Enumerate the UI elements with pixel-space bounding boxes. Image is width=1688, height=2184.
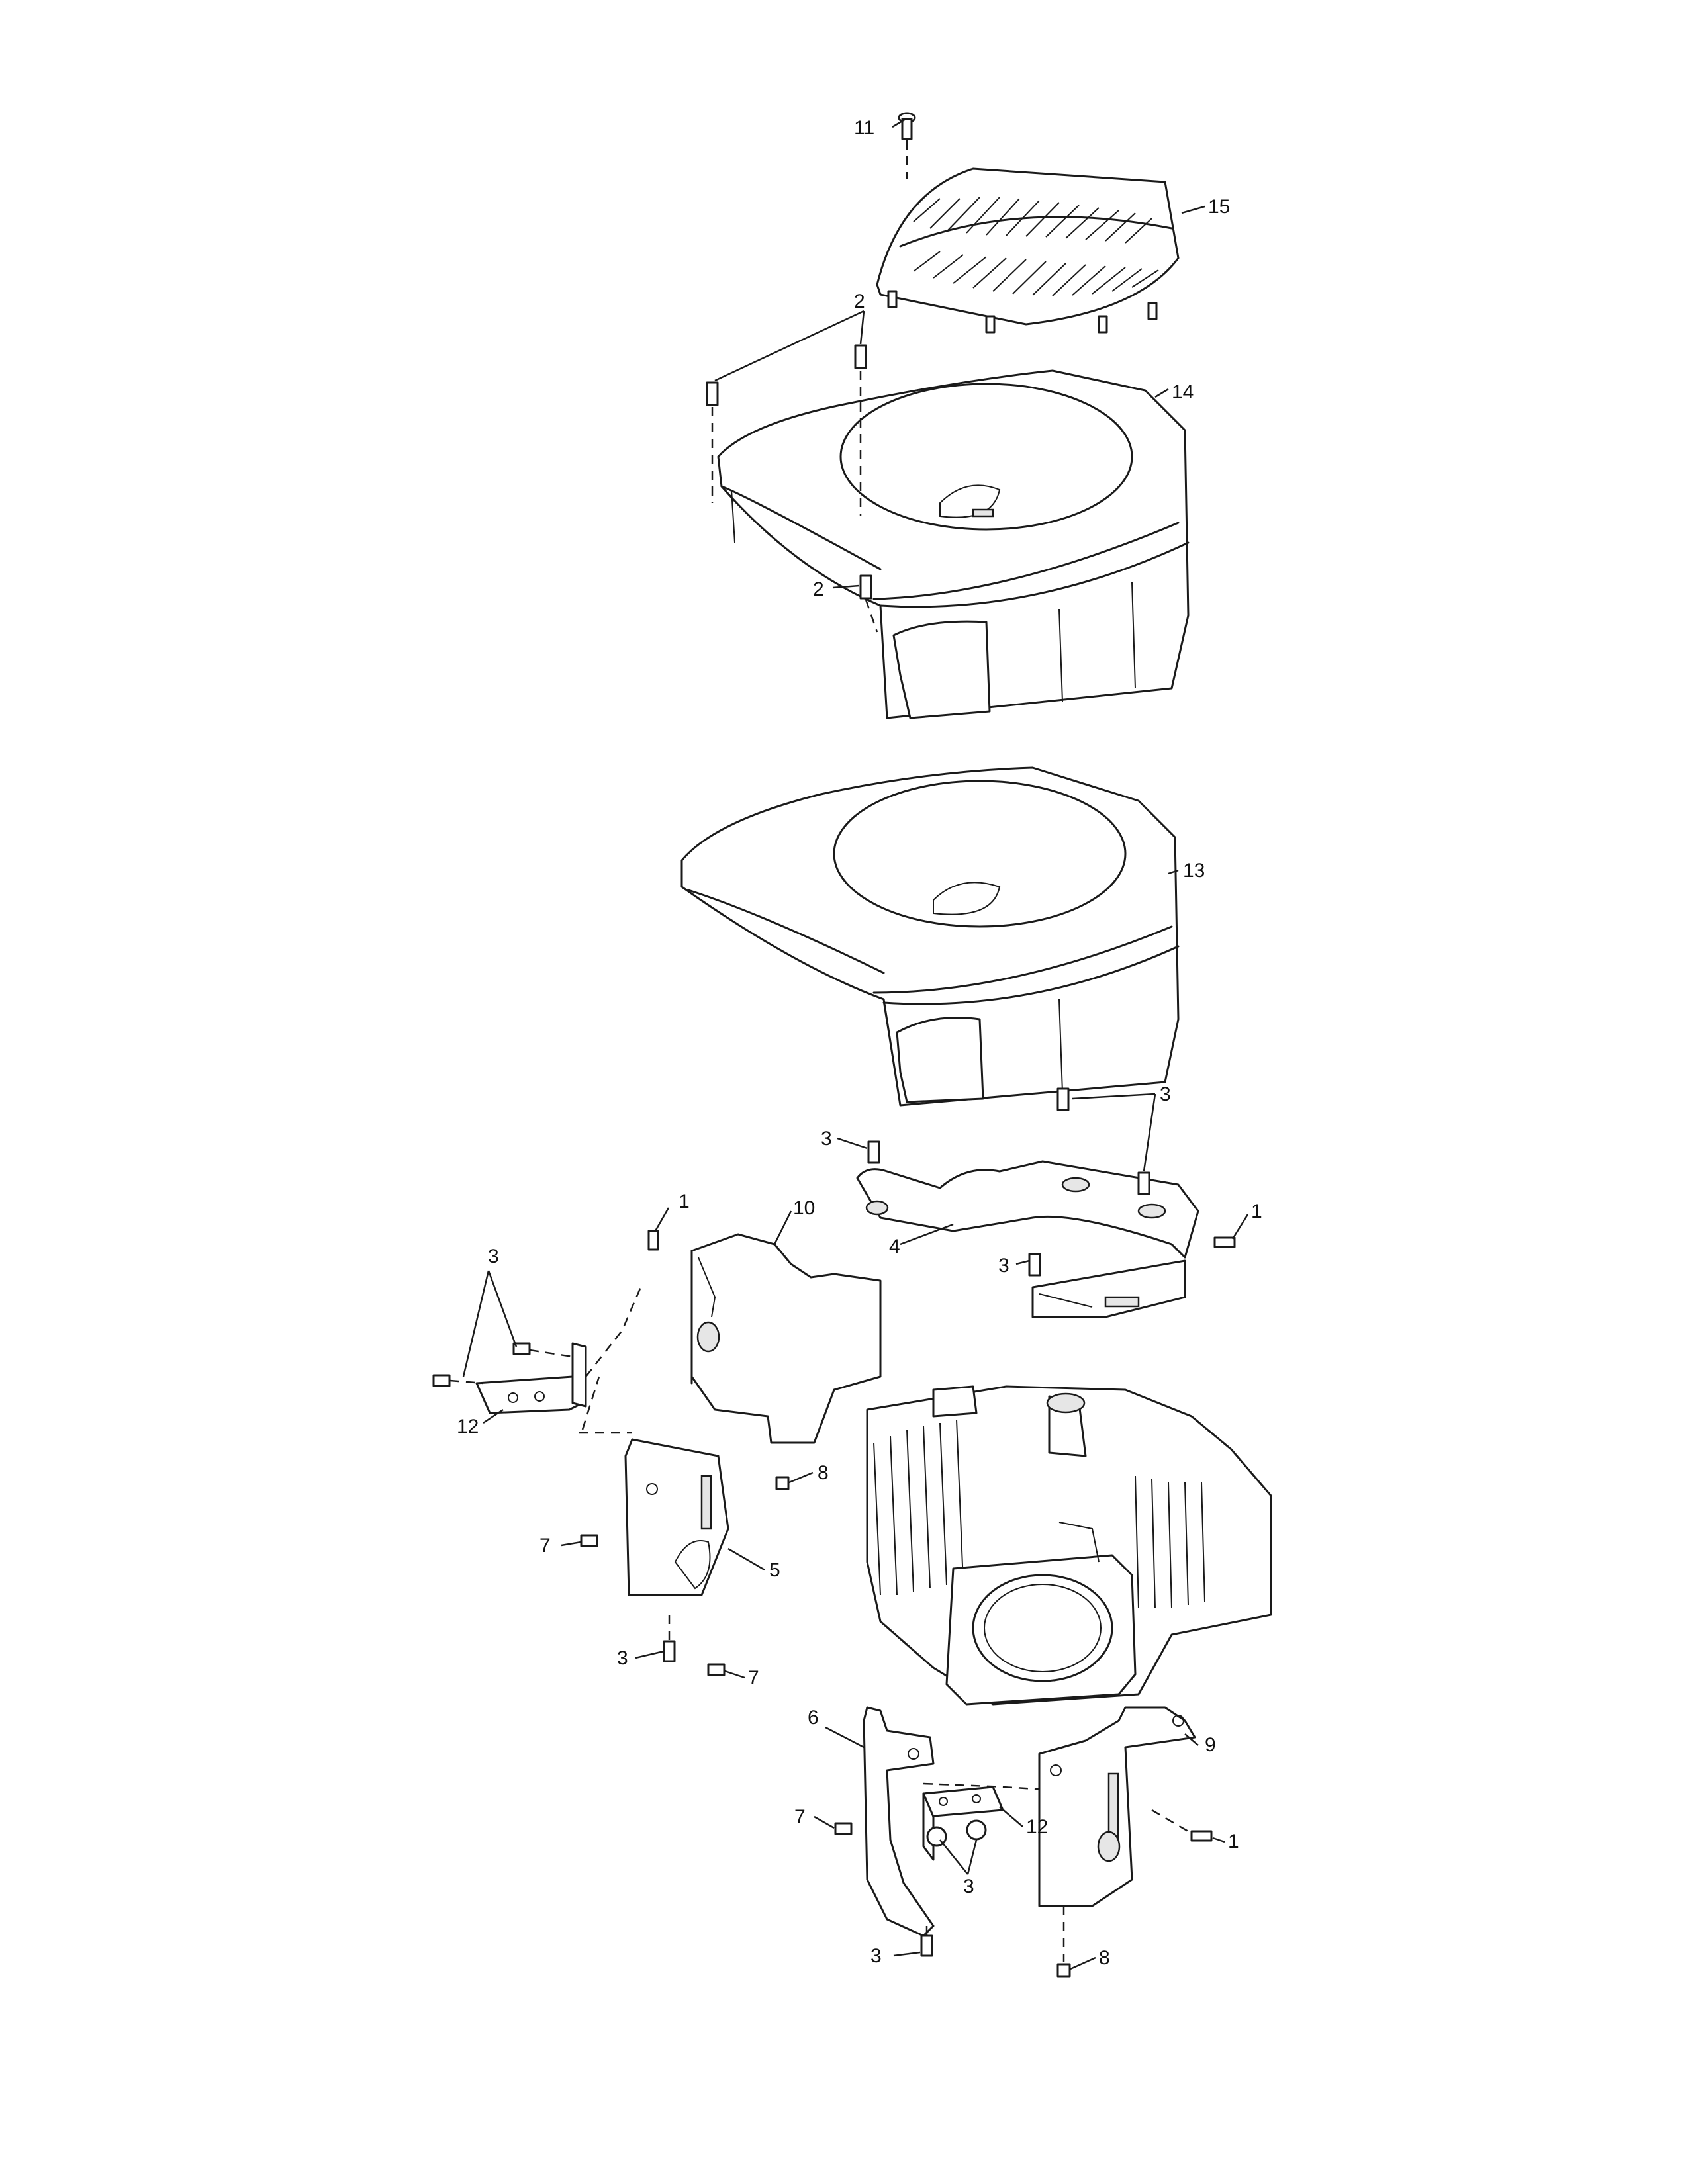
callout-12-right: 12 — [1026, 1816, 1048, 1838]
part-12-bracket-right — [922, 1786, 1004, 1861]
callout-3-nuts: 3 — [963, 1876, 974, 1897]
callout-7-lower: 7 — [794, 1806, 806, 1828]
callout-8-upper: 8 — [818, 1462, 829, 1484]
leader-lines — [462, 118, 1249, 1970]
callout-3-left: 3 — [488, 1246, 499, 1267]
callout-3-bracket-left: 3 — [821, 1128, 832, 1150]
engine-block — [866, 1385, 1272, 1706]
part-3-screw-lower — [663, 1640, 676, 1662]
callout-13: 13 — [1183, 860, 1205, 882]
part-1-screw-lower — [1190, 1830, 1213, 1842]
callout-14: 14 — [1172, 381, 1194, 403]
callout-7-left: 7 — [539, 1535, 551, 1557]
callout-9: 9 — [1205, 1734, 1216, 1756]
part-13-blower-housing — [680, 766, 1180, 1107]
callout-8-lower: 8 — [1099, 1947, 1110, 1969]
part-10-shroud — [690, 1233, 882, 1444]
callout-7-mid: 7 — [748, 1667, 759, 1689]
part-9-shroud — [1038, 1706, 1196, 1907]
part-15-grille — [876, 167, 1180, 334]
callout-15: 15 — [1208, 196, 1230, 218]
callout-3-bracket-top: 3 — [1160, 1083, 1171, 1105]
part-1-screw-left — [647, 1230, 659, 1251]
callout-11: 11 — [854, 117, 874, 139]
part-4-bracket — [856, 1160, 1199, 1318]
callout-1-lower: 1 — [1228, 1831, 1239, 1852]
part-14-blower-housing — [717, 369, 1190, 719]
part-12-bracket-left — [475, 1342, 587, 1414]
part-2-screws — [706, 344, 872, 600]
callout-5: 5 — [769, 1559, 780, 1581]
callout-1-left: 1 — [679, 1191, 690, 1212]
callout-labels: 11 15 2 14 2 13 3 3 1 10 4 1 3 3 12 8 7 … — [457, 117, 1262, 1969]
part-11-bolt — [898, 112, 916, 140]
callout-3-bottom: 3 — [870, 1945, 882, 1967]
callout-1-right: 1 — [1251, 1201, 1262, 1222]
callout-12-left: 12 — [457, 1416, 479, 1437]
part-6-shroud — [863, 1706, 935, 1937]
part-8-nuts — [775, 1476, 1071, 1978]
callout-3-lower-left: 3 — [617, 1647, 628, 1669]
callout-2-side: 2 — [813, 578, 824, 600]
part-3-nuts-lower — [920, 1819, 987, 1957]
part-5-shroud — [624, 1438, 729, 1596]
part-7-screws — [580, 1534, 853, 1835]
callout-6: 6 — [808, 1707, 819, 1729]
part-3-screws-upper — [867, 1087, 1150, 1277]
callout-4: 4 — [889, 1236, 900, 1257]
callout-3-bracket-lower: 3 — [998, 1255, 1009, 1277]
part-1-screw-right — [1213, 1236, 1236, 1248]
callout-2-top: 2 — [854, 291, 865, 312]
part-3-screws-left — [432, 1342, 531, 1387]
callout-10: 10 — [793, 1197, 815, 1219]
